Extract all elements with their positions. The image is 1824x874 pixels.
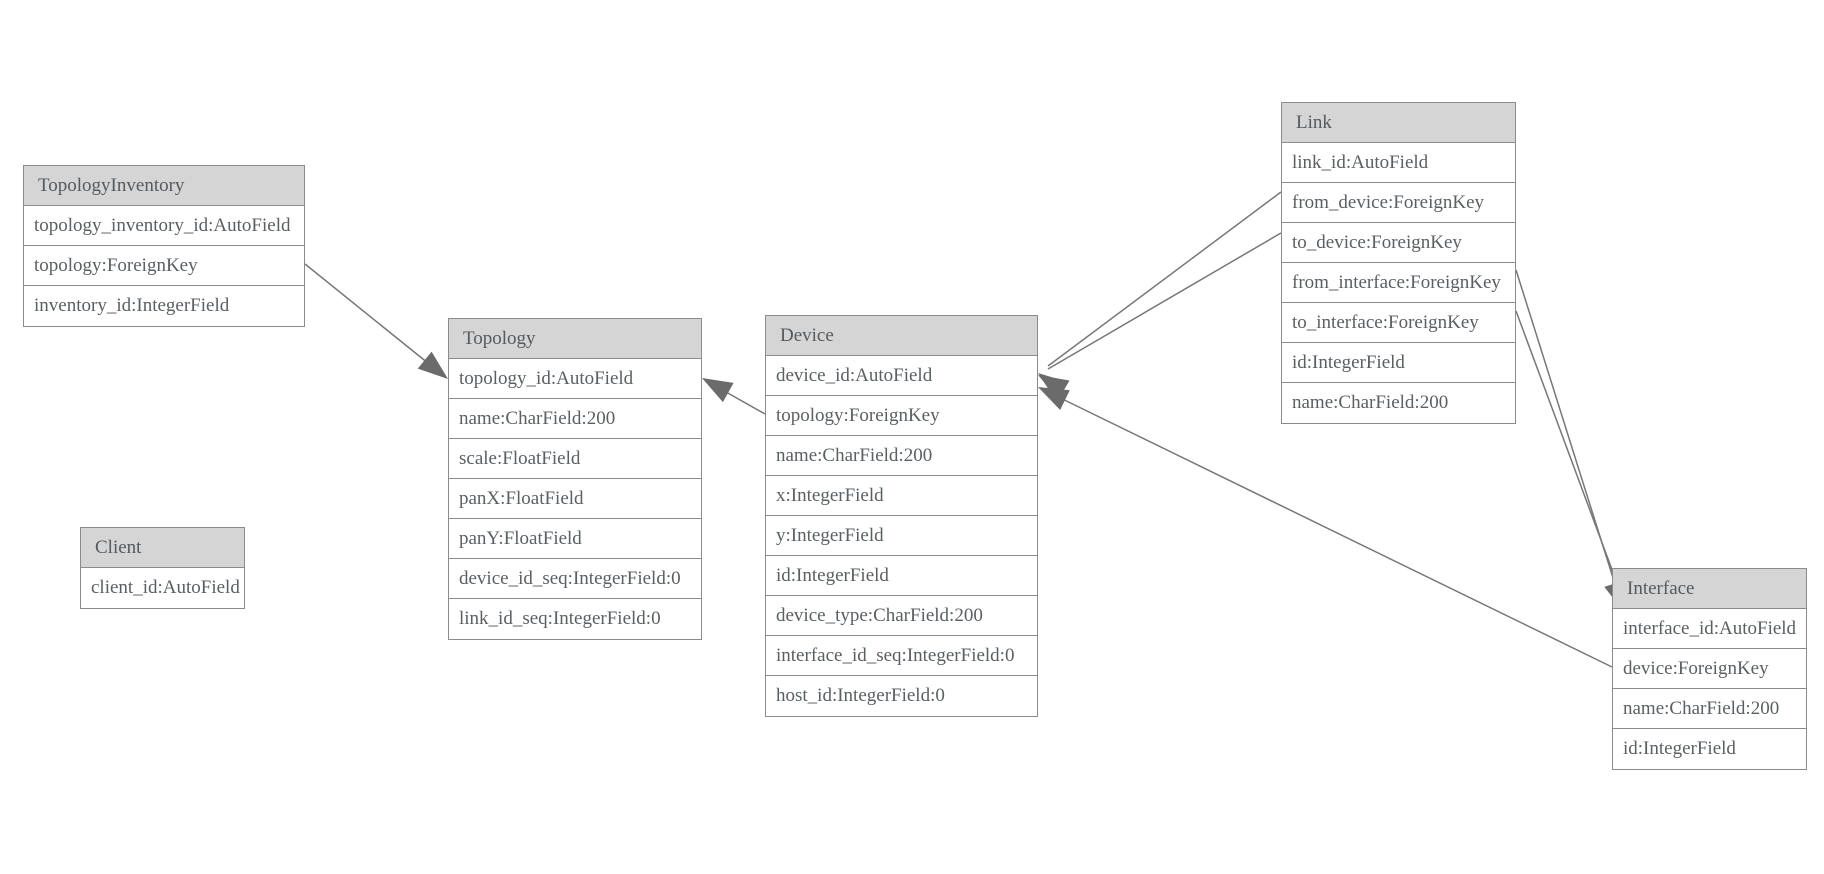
entity-field-row[interactable]: name:CharField:200 <box>1613 689 1806 729</box>
entity-field-row[interactable]: topology:ForeignKey <box>766 396 1037 436</box>
relationship-arrowhead-device-topology <box>702 378 734 403</box>
entity-field-row[interactable]: topology_inventory_id:AutoField <box>24 206 304 246</box>
entity-field-row[interactable]: x:IntegerField <box>766 476 1037 516</box>
relationship-line-interface-device <box>1047 391 1613 668</box>
entity-field-row[interactable]: topology_id:AutoField <box>449 359 701 399</box>
entity-title-device: Device <box>766 316 1037 356</box>
entity-title-topology: Topology <box>449 319 701 359</box>
entity-field-row[interactable]: id:IntegerField <box>766 556 1037 596</box>
entity-title-client: Client <box>81 528 244 568</box>
entity-field-row[interactable]: name:CharField:200 <box>766 436 1037 476</box>
entity-field-row[interactable]: panX:FloatField <box>449 479 701 519</box>
entity-field-row[interactable]: from_device:ForeignKey <box>1282 183 1515 223</box>
relationship-line-link-to-device <box>1047 232 1282 370</box>
entity-field-row[interactable]: to_device:ForeignKey <box>1282 223 1515 263</box>
entity-field-row[interactable]: panY:FloatField <box>449 519 701 559</box>
entity-title-link: Link <box>1282 103 1515 143</box>
entity-field-row[interactable]: client_id:AutoField <box>81 568 244 608</box>
entity-field-row[interactable]: interface_id_seq:IntegerField:0 <box>766 636 1037 676</box>
entity-field-row[interactable]: scale:FloatField <box>449 439 701 479</box>
relationship-arrowhead-link-to-device <box>1038 375 1070 400</box>
entity-field-row[interactable]: device_id_seq:IntegerField:0 <box>449 559 701 599</box>
entity-field-row[interactable]: from_interface:ForeignKey <box>1282 263 1515 303</box>
entity-field-row[interactable]: name:CharField:200 <box>449 399 701 439</box>
relationship-line-link-to-interface <box>1515 310 1625 603</box>
entity-field-row[interactable]: device_type:CharField:200 <box>766 596 1037 636</box>
entity-field-row[interactable]: to_interface:ForeignKey <box>1282 303 1515 343</box>
entity-field-row[interactable]: id:IntegerField <box>1282 343 1515 383</box>
entity-field-row[interactable]: link_id:AutoField <box>1282 143 1515 183</box>
entity-field-row[interactable]: interface_id:AutoField <box>1613 609 1806 649</box>
relationship-line-link-from-interface <box>1515 269 1621 601</box>
entity-title-interface: Interface <box>1613 569 1806 609</box>
entity-title-topology_inventory: TopologyInventory <box>24 166 304 206</box>
relationship-line-device-topology <box>709 382 766 415</box>
entity-field-row[interactable]: device:ForeignKey <box>1613 649 1806 689</box>
entity-field-row[interactable]: name:CharField:200 <box>1282 383 1515 423</box>
entity-field-row[interactable]: inventory_id:IntegerField <box>24 286 304 326</box>
relationship-arrowhead-interface-device <box>1038 387 1070 411</box>
relationship-line-link-from-device <box>1047 191 1282 367</box>
entity-field-row[interactable]: id:IntegerField <box>1613 729 1806 769</box>
entity-field-row[interactable]: y:IntegerField <box>766 516 1037 556</box>
entity-field-row[interactable]: device_id:AutoField <box>766 356 1037 396</box>
relationship-line-topologyinventory-topology <box>304 263 445 377</box>
entity-field-row[interactable]: host_id:IntegerField:0 <box>766 676 1037 716</box>
entity-field-row[interactable]: topology:ForeignKey <box>24 246 304 286</box>
entity-field-row[interactable]: link_id_seq:IntegerField:0 <box>449 599 701 639</box>
